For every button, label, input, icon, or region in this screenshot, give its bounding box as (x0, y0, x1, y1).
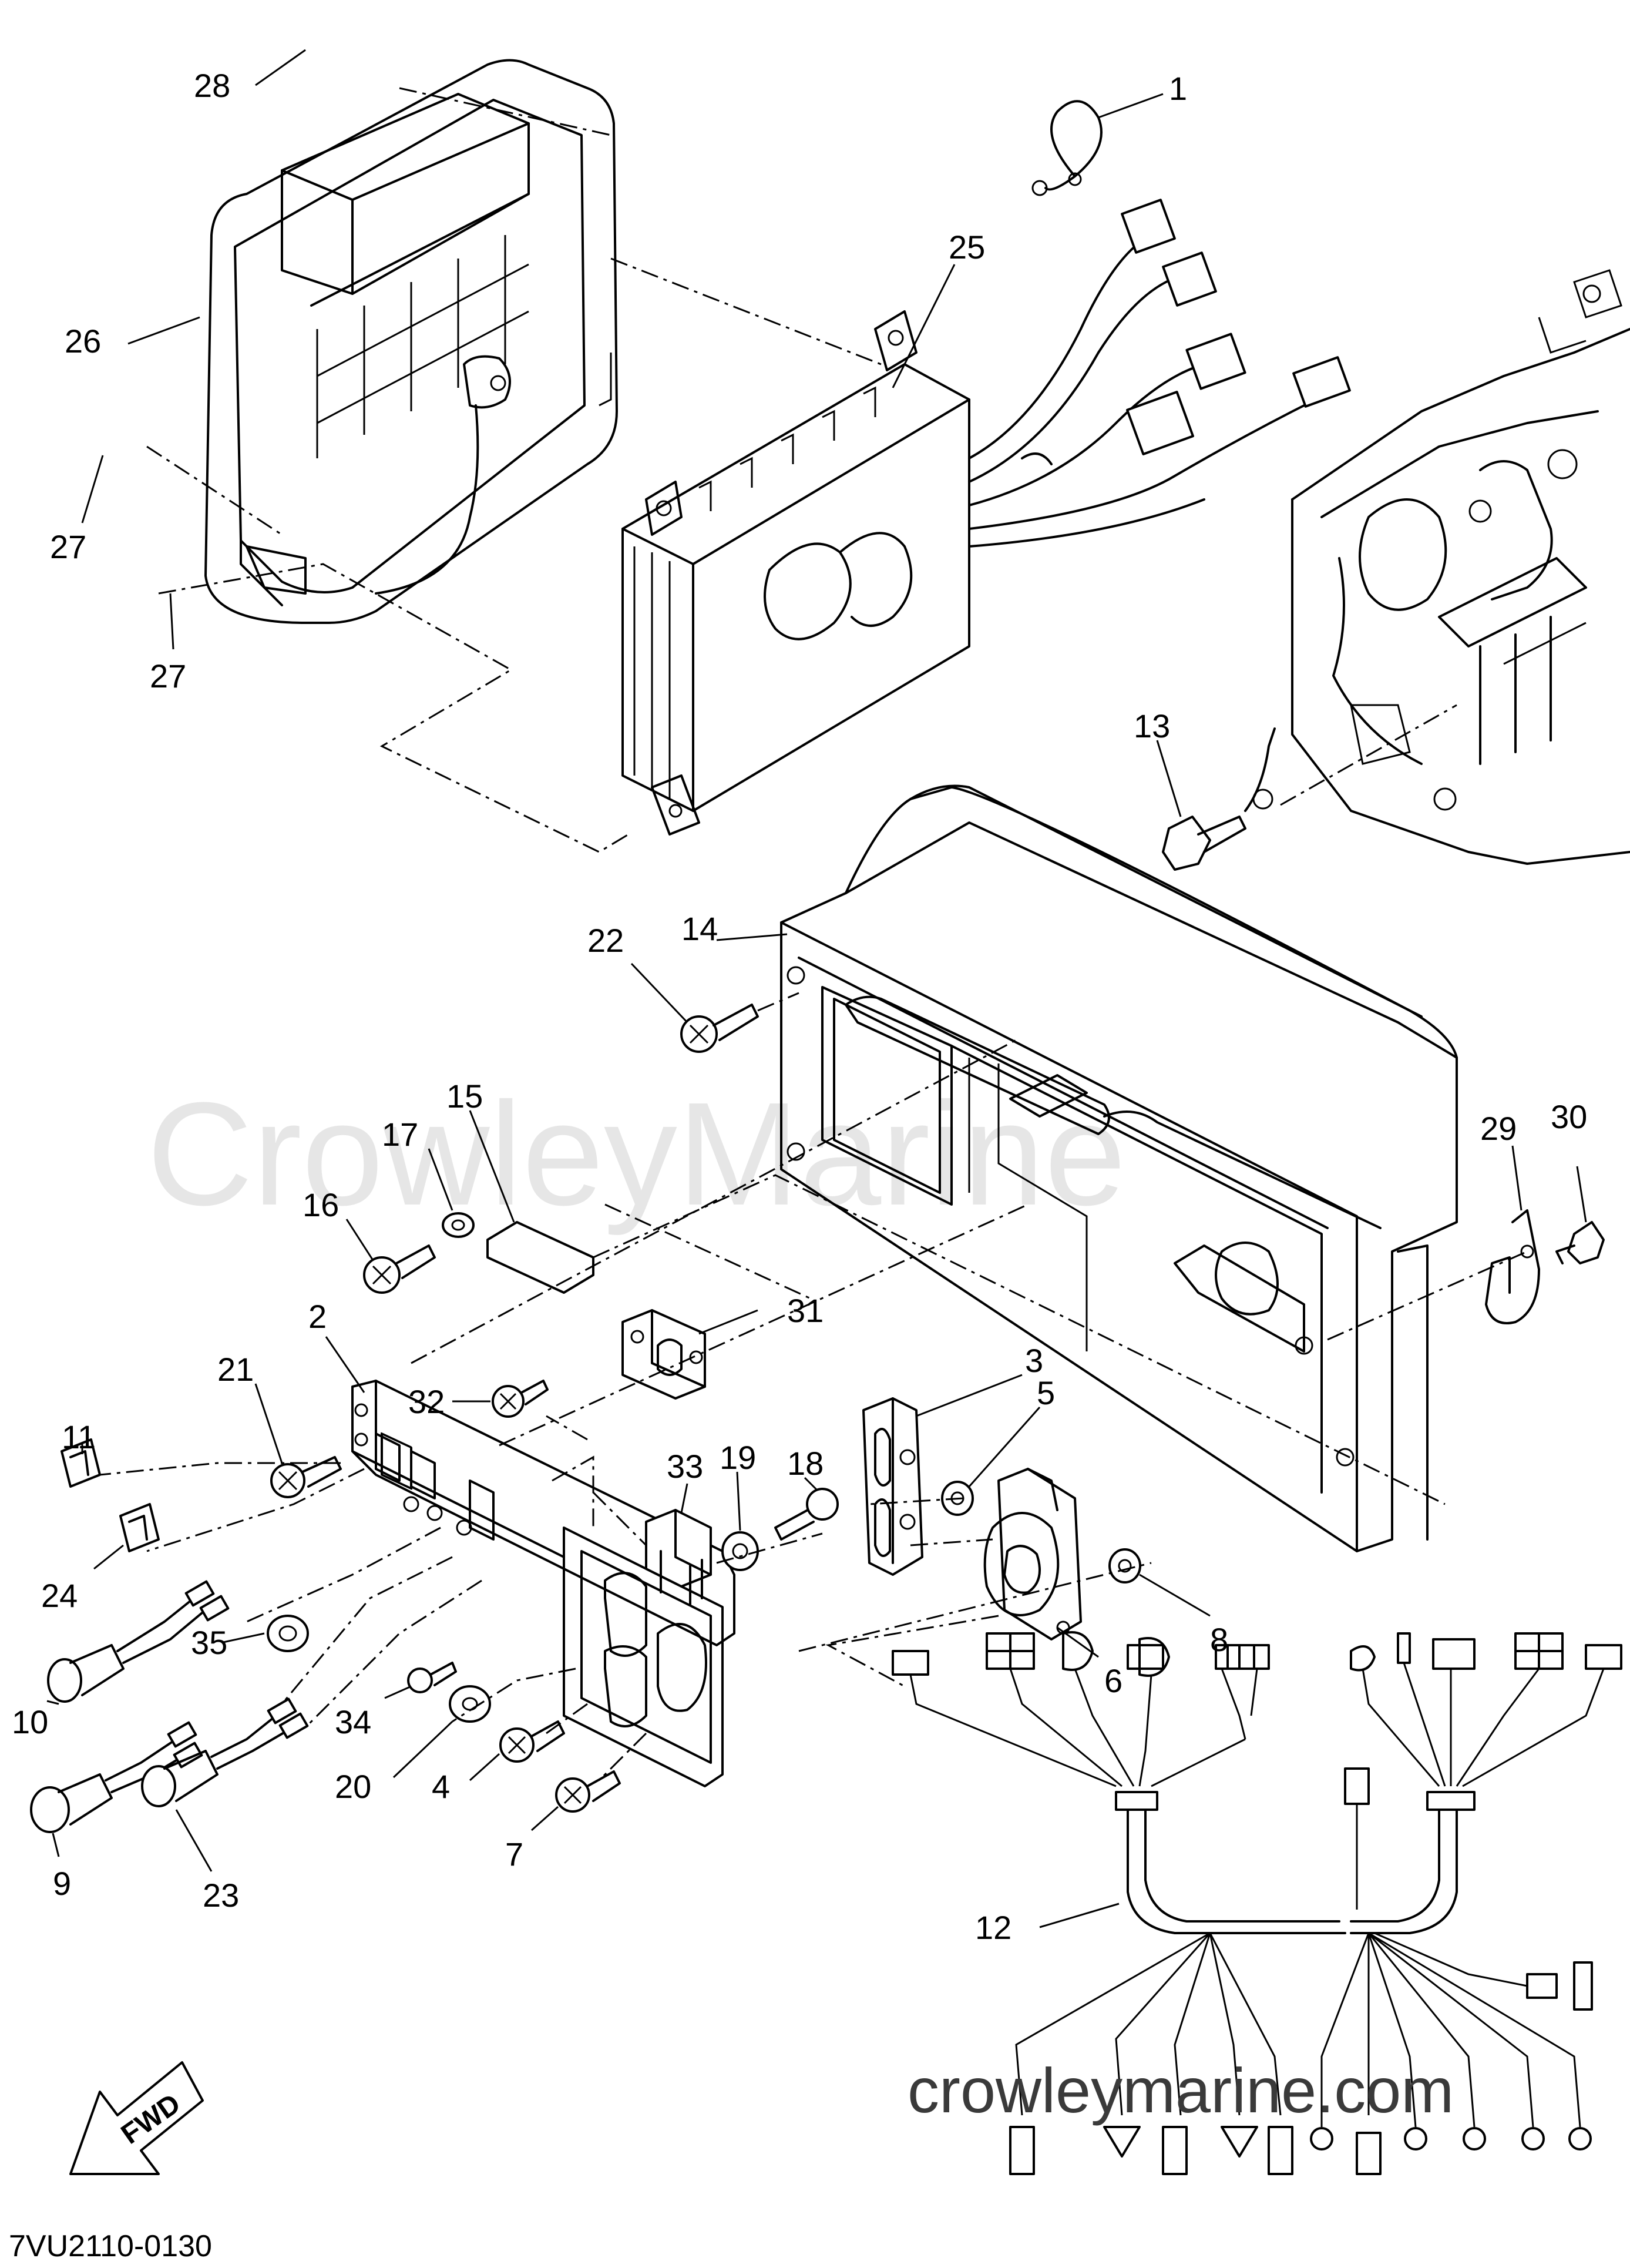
callout-30: 30 (1551, 1098, 1587, 1135)
engine-block (1291, 269, 1630, 865)
callout-32: 32 (408, 1383, 445, 1420)
part-15-pad (486, 1221, 594, 1294)
callout-16: 16 (303, 1186, 339, 1223)
callout-5: 5 (1037, 1374, 1055, 1411)
part-17-washer (442, 1212, 475, 1238)
part-3-outlet (862, 1397, 923, 1576)
callout-4: 4 (432, 1768, 450, 1805)
callout-2: 2 (308, 1298, 327, 1335)
part-6-receptacle (983, 1468, 1082, 1640)
part-23-plug (141, 1697, 309, 1807)
callout-11: 11 (62, 1418, 96, 1455)
callout-14: 14 (681, 910, 718, 947)
callout-18: 18 (787, 1445, 824, 1482)
part-31-breaker (621, 1309, 706, 1400)
part-10-plug (47, 1580, 230, 1703)
part-14-housing (780, 784, 1458, 1552)
watermark: CrowleyMarine (147, 1072, 1126, 1236)
callout-27b: 27 (150, 657, 186, 695)
callout-19: 19 (720, 1439, 756, 1476)
part-1-clip (1031, 100, 1103, 196)
part-20-nut (449, 1685, 491, 1723)
assembly-lines (99, 87, 1528, 1781)
callout-27a: 27 (50, 528, 86, 565)
callout-20: 20 (335, 1768, 371, 1805)
part-25-unit (621, 199, 1351, 836)
callout-13: 13 (1134, 707, 1170, 744)
part-33-relay (645, 1509, 712, 1605)
part-32-screw (492, 1380, 549, 1418)
part-26-cover (204, 59, 618, 624)
callout-24: 24 (41, 1577, 78, 1614)
callout-25: 25 (949, 229, 985, 266)
part-35-grommet (267, 1615, 309, 1652)
part-12-harness (892, 1631, 1622, 2175)
part-2-panel-plate (351, 1380, 735, 1787)
callout-35: 35 (191, 1624, 227, 1661)
callout-7: 7 (505, 1836, 523, 1873)
site-url: crowleymarine.com (908, 2055, 1454, 2126)
part-30-bolt (1555, 1221, 1605, 1264)
callout-9: 9 (53, 1865, 71, 1902)
callout-15: 15 (446, 1078, 483, 1115)
callout-3: 3 (1025, 1342, 1043, 1379)
part-21-screw (270, 1456, 342, 1498)
part-29-hook (1485, 1209, 1540, 1324)
callout-21: 21 (217, 1351, 254, 1388)
part-13-bolt (1162, 704, 1457, 871)
part-16-screw (363, 1244, 436, 1294)
callout-8: 8 (1210, 1621, 1228, 1658)
callouts: 1 2 3 4 5 6 7 8 9 10 11 12 13 14 15 16 1… (12, 67, 1587, 1946)
callout-10: 10 (12, 1703, 48, 1740)
leader-lines (46, 49, 1587, 1928)
fwd-arrow-icon: FWD (69, 2061, 204, 2175)
callout-23: 23 (203, 1877, 239, 1914)
callout-34: 34 (335, 1703, 371, 1740)
callout-33: 33 (667, 1448, 703, 1485)
callout-29: 29 (1480, 1110, 1517, 1147)
part-18-screw (774, 1488, 839, 1541)
callout-28: 28 (194, 67, 230, 104)
callout-12: 12 (975, 1909, 1011, 1946)
drawing-code: 7VU2110-0130 (9, 2229, 212, 2263)
part-34-screw (407, 1662, 457, 1693)
callout-26: 26 (65, 323, 101, 360)
callout-17: 17 (382, 1116, 418, 1153)
part-24-switch (119, 1503, 160, 1552)
callout-1: 1 (1169, 70, 1187, 107)
part-8-spacer (1108, 1548, 1141, 1583)
part-4-screw (499, 1720, 565, 1763)
callout-22: 22 (587, 922, 624, 959)
part-7-screw (555, 1770, 621, 1813)
callout-6: 6 (1104, 1662, 1122, 1699)
callout-31: 31 (787, 1292, 824, 1329)
part-22-screw (680, 992, 799, 1053)
part-19-spacer (721, 1531, 759, 1571)
part-9-plug (30, 1721, 203, 1833)
